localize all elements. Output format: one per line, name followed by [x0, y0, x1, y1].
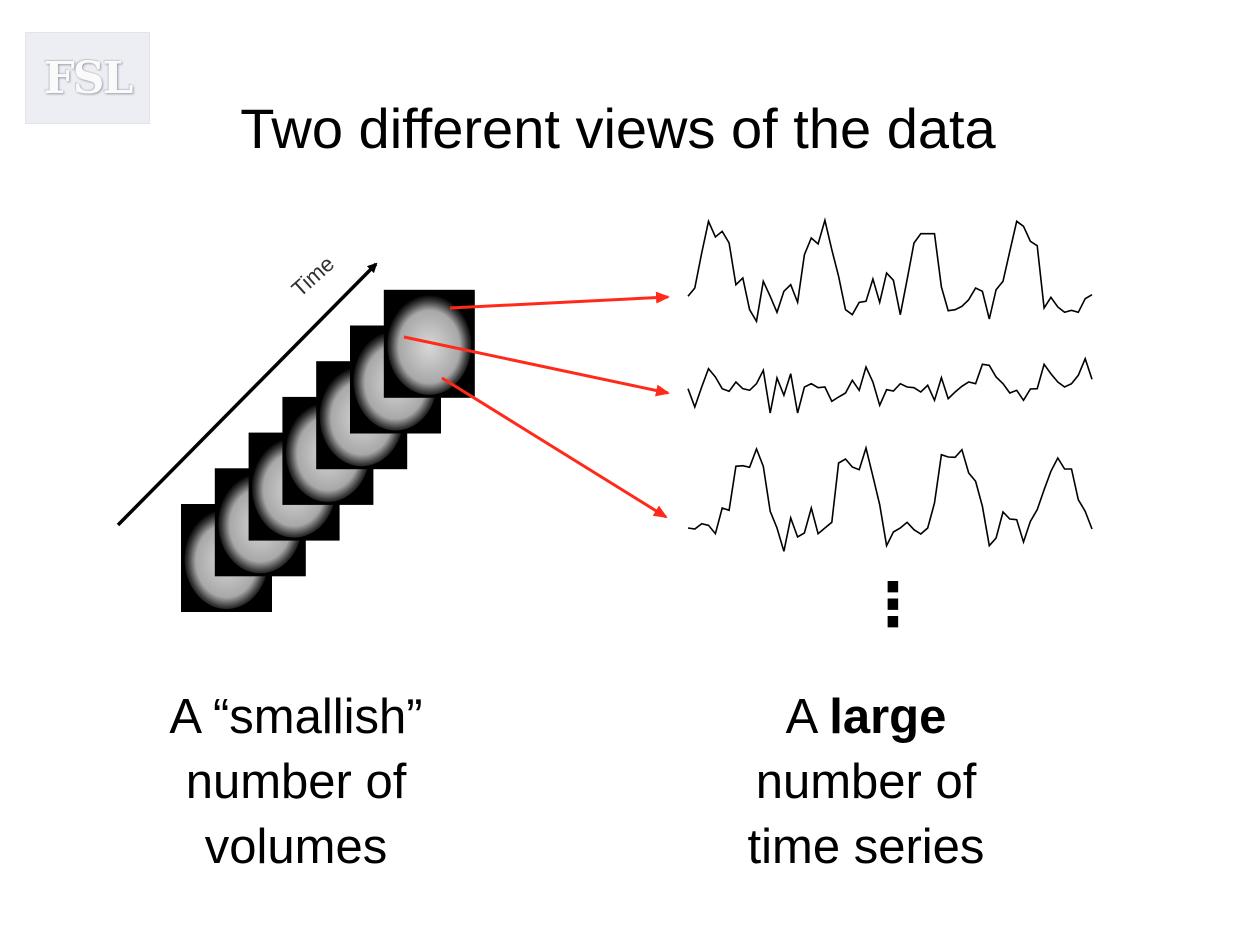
- time-series-line-1: [687, 217, 1093, 324]
- time-series-line-3: [687, 445, 1093, 552]
- logo-text: FSL: [43, 52, 134, 104]
- right-caption-bold: large: [829, 690, 947, 744]
- left-caption-line2: number of: [185, 755, 407, 809]
- slide-title: Two different views of the data: [240, 97, 996, 160]
- right-caption-prefix: A: [785, 690, 816, 744]
- arrow-voxel-3: [441, 376, 668, 519]
- time-label: Time: [287, 251, 339, 302]
- more-series-ellipsis: ⋮: [863, 570, 923, 640]
- time-series-group: [687, 217, 1093, 552]
- volume-stack: [181, 289, 475, 612]
- voxel-arrows: [403, 291, 670, 519]
- time-axis-arrow: [116, 262, 378, 527]
- left-caption-line1: A “smallish”: [169, 690, 423, 744]
- fsl-logo: FSL: [25, 32, 150, 124]
- right-caption: A large number of time series: [636, 685, 1096, 880]
- right-caption-line2: number of: [755, 755, 977, 809]
- left-caption-line3: volumes: [204, 820, 388, 874]
- right-caption-line3: time series: [747, 820, 985, 874]
- left-caption: A “smallish” number of volumes: [66, 685, 526, 880]
- arrow-voxel-1: [449, 291, 670, 310]
- arrow-voxel-2: [403, 335, 670, 397]
- time-series-line-2: [687, 356, 1093, 414]
